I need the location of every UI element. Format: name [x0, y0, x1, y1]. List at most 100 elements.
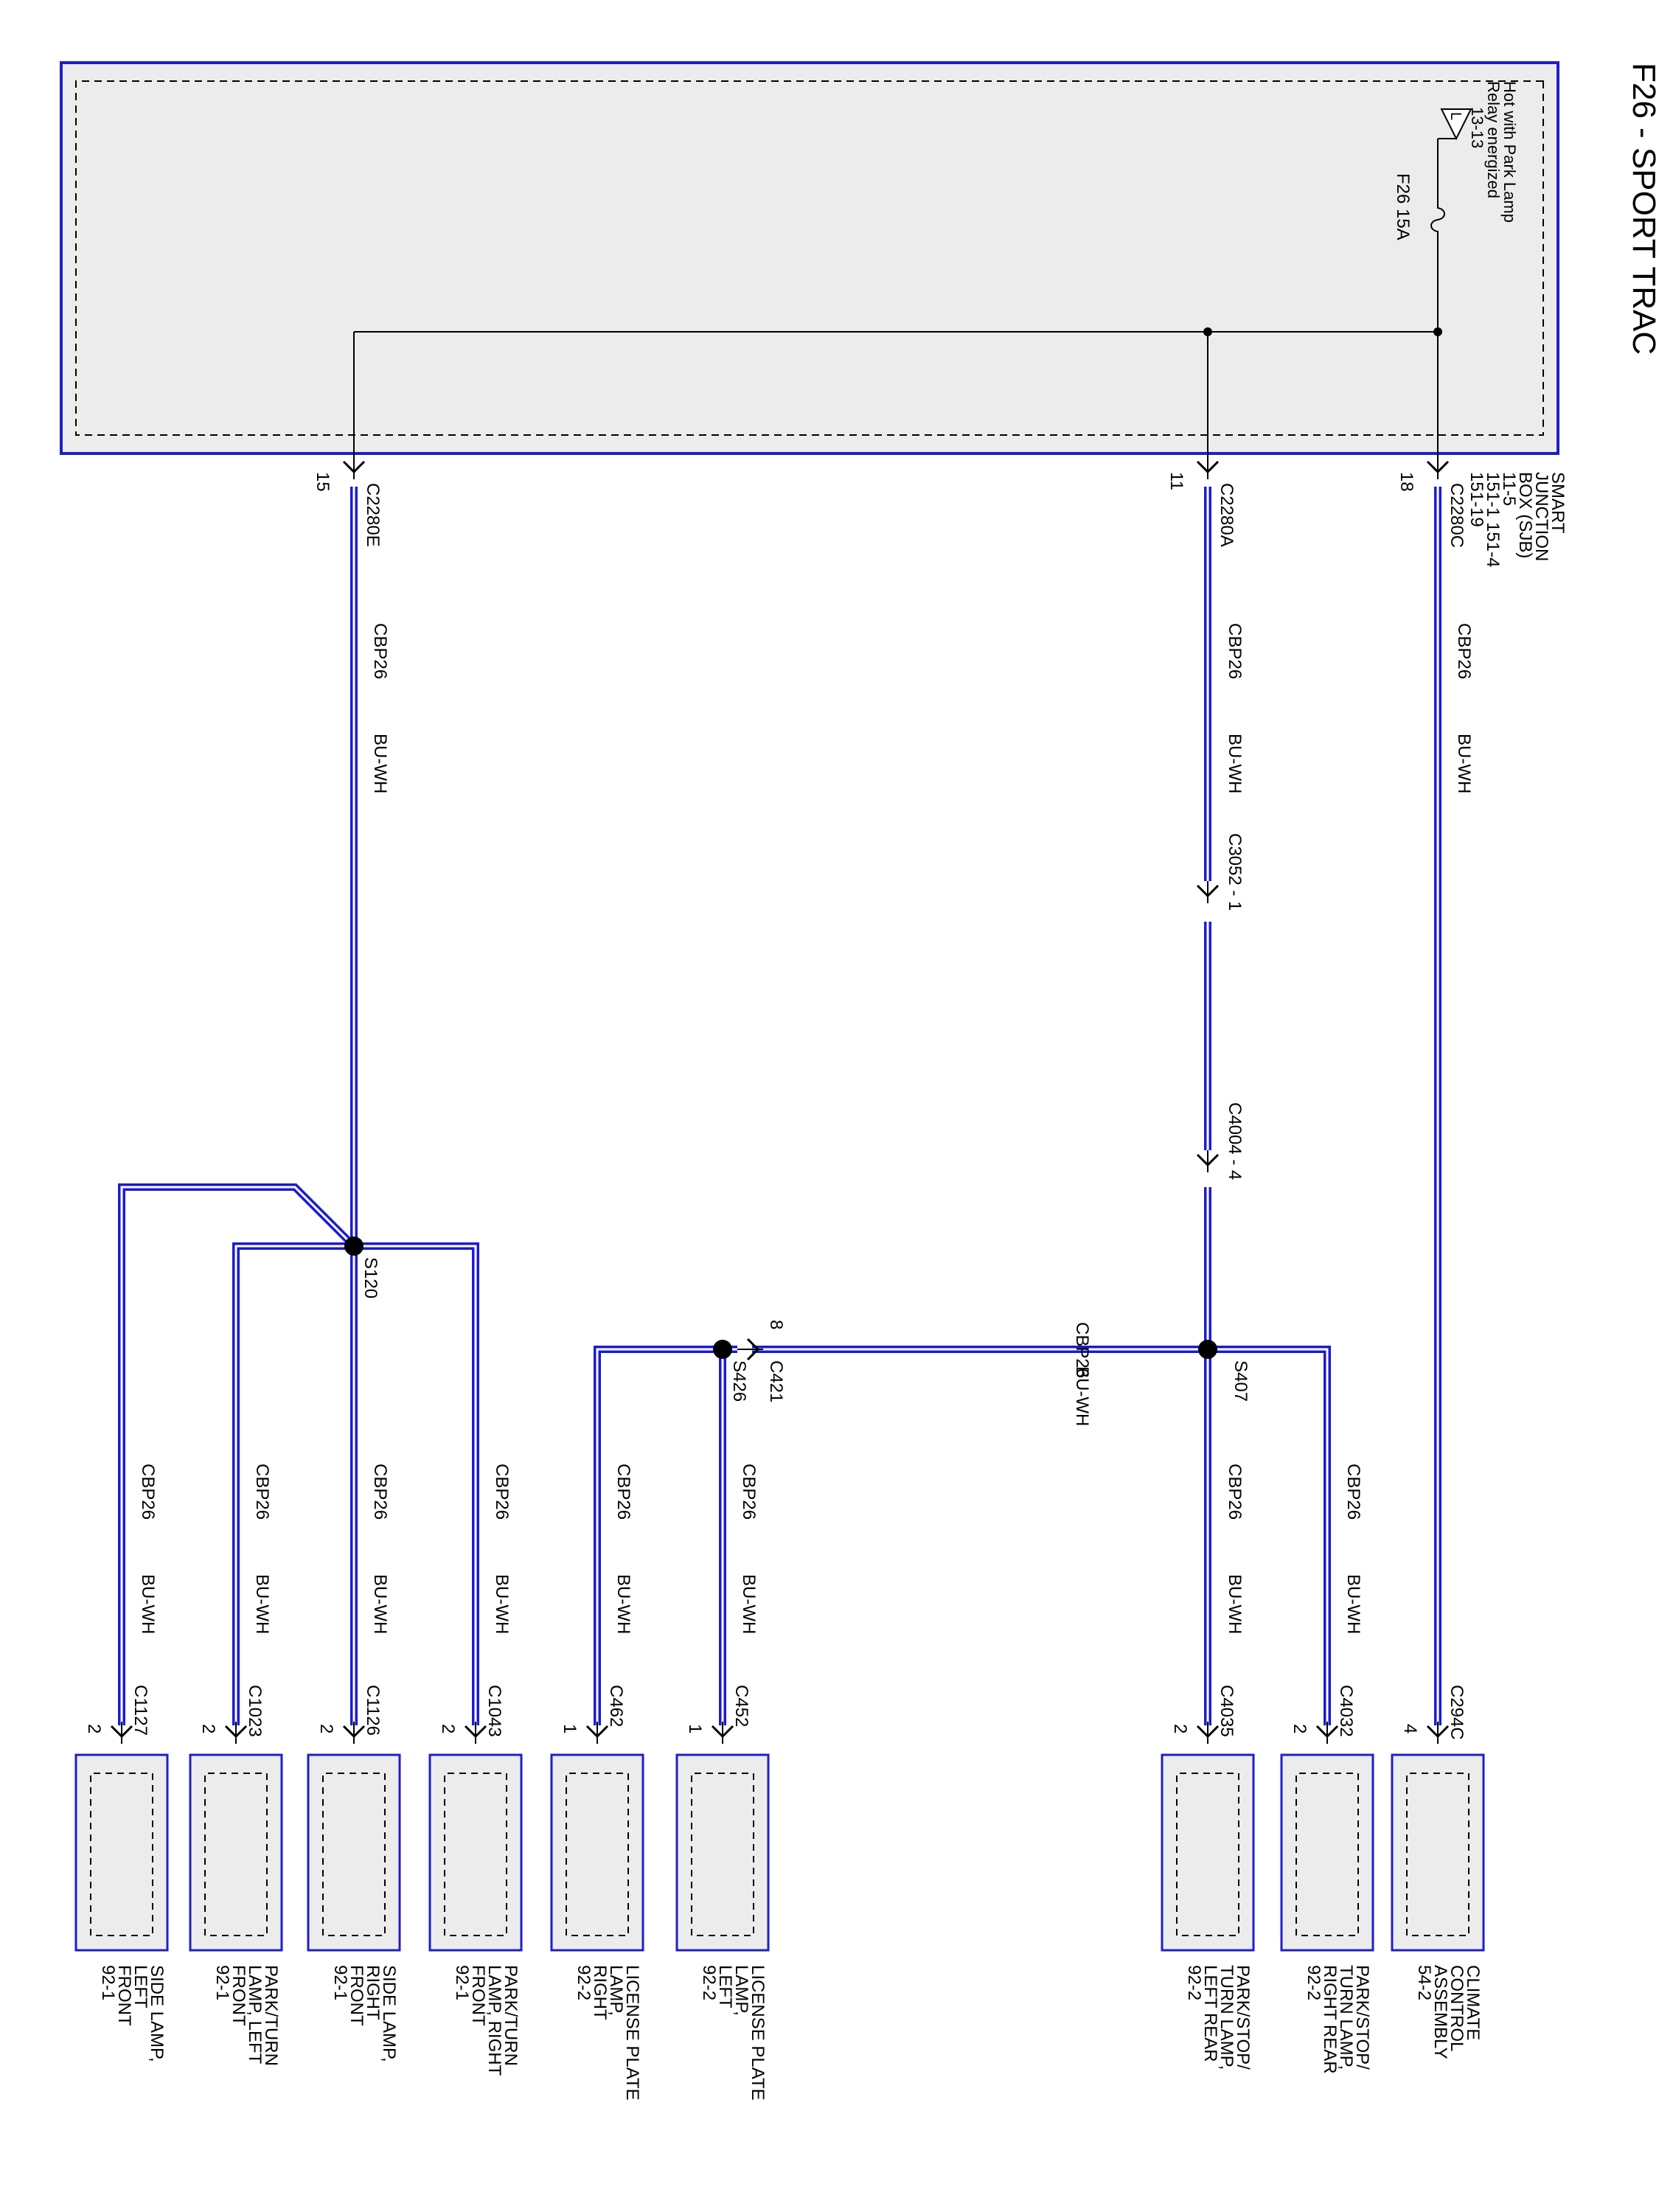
- wire-s120-to-c1043-circuit-label: CBP26: [492, 1464, 512, 1520]
- wire-s120-to-c1043-color-label: BU-WH: [492, 1574, 512, 1634]
- wire-s120-to-c1023-core: [234, 1245, 354, 1725]
- sjb-output-pin-label-0: 18: [1397, 472, 1416, 492]
- load-name-line: LAMP, LEFT: [245, 1965, 265, 2065]
- load-connector-label-c294c: C294C: [1447, 1685, 1467, 1740]
- load-connector-label-c1127: C1127: [131, 1685, 150, 1736]
- load-connector-label-c1043: C1043: [484, 1685, 504, 1737]
- wire-s120-to-c1023-circuit-label: CBP26: [252, 1464, 272, 1520]
- load-name-c1023: PARK/TURNLAMP, LEFTFRONT92-1: [212, 1965, 281, 2066]
- wire-s407-to-c4032-circuit-label: CBP26: [1343, 1464, 1363, 1520]
- load-box-inner-c4035: [1176, 1773, 1239, 1936]
- load-name-line: 54-2: [1414, 1965, 1434, 2000]
- load-name-line: ASSEMBLY: [1430, 1965, 1450, 2059]
- load-name-line: 92-2: [1184, 1965, 1204, 2000]
- load-box-inner-c4032: [1295, 1773, 1359, 1936]
- load-pin-label-c452: 1: [685, 1724, 705, 1733]
- wire-s407-to-c4035-color-label: BU-WH: [1225, 1574, 1245, 1634]
- wire-s407-c421-color-label: BU-WH: [1072, 1366, 1092, 1426]
- sjb-output-connector-label-2: C2280E: [363, 483, 383, 547]
- load-name-line: PARK/TURN: [501, 1965, 521, 2066]
- load-name-line: PARK/STOP/: [1233, 1965, 1253, 2070]
- wire-s120-to-c1127-circuit-label: CBP26: [138, 1464, 158, 1520]
- load-box-c462: [550, 1753, 644, 1952]
- connector-c421-label: C421: [766, 1360, 786, 1402]
- load-name-line: LAMP,: [731, 1965, 751, 2016]
- wire-s120-to-c1126-circuit-label: CBP26: [370, 1464, 390, 1520]
- wire-s426-to-c462: [594, 1346, 723, 1725]
- load-name-line: FRONT: [114, 1965, 134, 2026]
- load-name-line: 92-2: [574, 1965, 594, 2000]
- load-box-inner-c1043: [444, 1773, 507, 1936]
- wire-climate-control-color-label: BU-WH: [1454, 734, 1474, 793]
- load-name-line: CLIMATE: [1463, 1965, 1483, 2040]
- load-name-line: TURN LAMP,: [1217, 1965, 1237, 2070]
- wire-climate-control-circuit-label: CBP26: [1454, 623, 1474, 679]
- sjb-output-pin-label-2: 15: [313, 472, 333, 492]
- load-name-line: LEFT REAR: [1200, 1965, 1220, 2062]
- load-name-line: RIGHT: [590, 1965, 610, 2020]
- fuse-label: F26 15A: [1393, 173, 1413, 240]
- splice-s426: [713, 1340, 732, 1359]
- splice-s120-label: S120: [361, 1257, 380, 1298]
- load-pin-label-c294c: 4: [1400, 1724, 1420, 1733]
- power-symbol-label: L: [1447, 112, 1464, 120]
- load-name-line: PARK/TURN: [261, 1965, 281, 2066]
- load-name-line: SIDE LAMP,: [147, 1965, 167, 2062]
- sjb-label: SMART JUNCTION BOX (SJB) 11-5 151-1 151-…: [1467, 472, 1568, 572]
- load-box-inner-c1126: [322, 1773, 386, 1936]
- connector-c4004-label: C4004 - 4: [1225, 1102, 1245, 1180]
- sjb-output-connector-label-0: C2280C: [1447, 483, 1467, 548]
- load-box-c1126: [307, 1753, 401, 1952]
- load-box-c1023: [189, 1753, 283, 1952]
- load-name-c4032: PARK/STOP/TURN LAMP,RIGHT REAR92-2: [1304, 1965, 1372, 2074]
- load-name-line: LICENSE PLATE: [748, 1965, 768, 2101]
- load-connector-label-c452: C452: [731, 1685, 751, 1727]
- load-name-c452: LICENSE PLATELAMP,LEFT92-2: [699, 1965, 768, 2101]
- load-connector-label-c4035: C4035: [1217, 1685, 1237, 1737]
- load-pin-label-c1043: 2: [438, 1724, 458, 1733]
- load-name-line: FRONT: [468, 1965, 488, 2026]
- load-connector-label-c1023: C1023: [245, 1685, 265, 1737]
- load-box-inner-c452: [691, 1773, 754, 1936]
- wire-s120-to-c1127-core: [120, 1186, 355, 1725]
- sjb-output-connector-label-1: C2280A: [1217, 483, 1237, 547]
- load-name-line: 92-2: [1304, 1965, 1324, 2000]
- load-pin-label-c4032: 2: [1290, 1724, 1310, 1733]
- load-name-line: PARK/STOP/: [1352, 1965, 1372, 2070]
- load-name-line: LAMP, RIGHT: [484, 1965, 504, 2076]
- wire-s426-to-c462-color-label: BU-WH: [613, 1574, 633, 1634]
- load-name-line: 92-1: [330, 1965, 350, 2000]
- wire-sjb-to-s407-circuit-label: CBP26: [1225, 623, 1245, 679]
- load-name-c4035: PARK/STOP/TURN LAMP,LEFT REAR92-2: [1184, 1965, 1253, 2070]
- sjb-box: [60, 61, 1559, 455]
- load-name-line: FRONT: [347, 1965, 366, 2026]
- splice-s120: [344, 1237, 364, 1256]
- load-pin-label-c1126: 2: [316, 1724, 336, 1733]
- wire-s426-to-c462-core: [596, 1348, 723, 1725]
- load-name-line: CONTROL: [1447, 1965, 1467, 2051]
- wire-s407-c421-circuit-label: CBP26: [1072, 1322, 1092, 1378]
- splice-s407: [1198, 1340, 1217, 1359]
- load-name-line: LEFT: [715, 1965, 735, 2008]
- wire-sjb-to-s120-circuit-label: CBP26: [370, 623, 390, 679]
- load-box-inner-c294c: [1406, 1773, 1470, 1936]
- load-box-c4035: [1161, 1753, 1255, 1952]
- connector-c3052-label: C3052 - 1: [1225, 833, 1245, 911]
- load-box-inner-c1127: [90, 1773, 153, 1936]
- load-name-c1126: SIDE LAMP,RIGHTFRONT92-1: [330, 1965, 399, 2062]
- wire-sjb-to-s407-color-label: BU-WH: [1225, 734, 1245, 793]
- fuse-icon: [1430, 184, 1445, 243]
- splice-s407-label: S407: [1231, 1360, 1251, 1402]
- wire-s426-to-c452-circuit-label: CBP26: [739, 1464, 759, 1520]
- load-name-line: LICENSE PLATE: [622, 1965, 642, 2101]
- load-name-c462: LICENSE PLATELAMP,RIGHT92-2: [574, 1965, 642, 2101]
- load-name-c294c: CLIMATECONTROLASSEMBLY54-2: [1414, 1965, 1483, 2059]
- load-box-c4032: [1280, 1753, 1374, 1952]
- wire-s426-to-c452-color-label: BU-WH: [739, 1574, 759, 1634]
- wire-s426-to-c462-circuit-label: CBP26: [613, 1464, 633, 1520]
- load-pin-label-c4035: 2: [1170, 1724, 1190, 1733]
- load-connector-label-c4032: C4032: [1336, 1685, 1356, 1737]
- load-name-line: FRONT: [229, 1965, 248, 2026]
- load-name-line: 92-2: [699, 1965, 719, 2000]
